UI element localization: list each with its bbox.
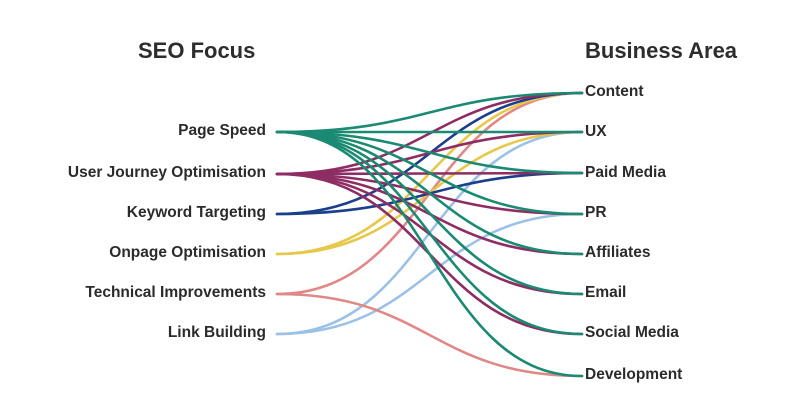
source-label-link-building: Link Building [167, 324, 266, 341]
target-label-content: Content [585, 83, 644, 100]
target-label-email: Email [585, 284, 627, 301]
link-page_speed-to-affiliates [275, 130, 584, 256]
target-label-ux: UX [585, 123, 607, 140]
link-page_speed-to-social [275, 130, 584, 336]
business-area-heading: Business Area [585, 38, 738, 63]
link-user_journey-to-content [275, 91, 584, 176]
seo-focus-heading: SEO Focus [138, 38, 256, 63]
target-label-paid-media: Paid Media [585, 164, 666, 181]
target-label-pr: PR [585, 204, 607, 221]
link-link-to-pr [275, 212, 584, 336]
link-page_speed-to-dev [275, 130, 584, 378]
source-label-keyword-targeting: Keyword Targeting [126, 204, 266, 221]
target-label-development: Development [585, 366, 683, 383]
target-label-social-media: Social Media [585, 324, 679, 341]
link-page_speed-to-content [275, 91, 584, 134]
link-page_speed-to-email [275, 130, 584, 296]
source-label-user-journey-optimisation: User Journey Optimisation [67, 164, 266, 181]
source-label-onpage-optimisation: Onpage Optimisation [109, 244, 266, 261]
source-label-technical-improvements: Technical Improvements [85, 284, 266, 301]
link-technical-to-dev [275, 292, 584, 378]
link-page_speed-to-paid [275, 130, 584, 175]
source-label-page-speed: Page Speed [178, 122, 266, 139]
target-label-affiliates: Affiliates [585, 244, 651, 261]
link-page_speed-to-pr [275, 130, 584, 216]
